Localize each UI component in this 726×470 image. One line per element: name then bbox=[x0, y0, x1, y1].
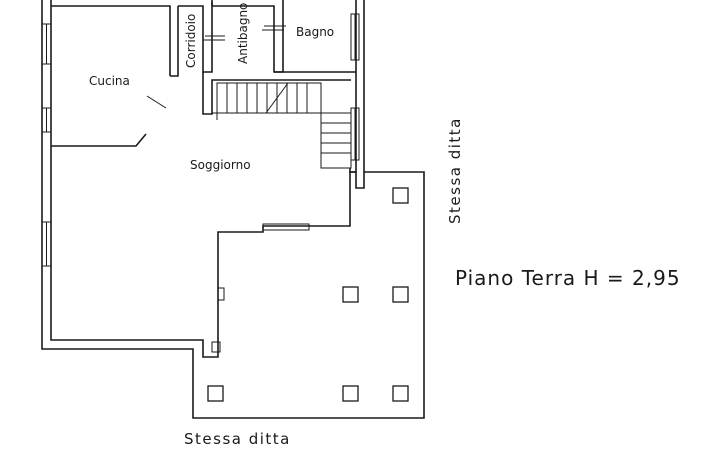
neighbor-label-bottom: Stessa ditta bbox=[184, 430, 291, 448]
bagno-door bbox=[262, 25, 286, 31]
antibagno-door bbox=[203, 35, 225, 41]
staircase bbox=[212, 82, 352, 169]
room-label-antibagno: Antibagno bbox=[236, 3, 250, 64]
room-label-corridoio: Corridoio bbox=[184, 14, 198, 68]
portico-pillars bbox=[207, 187, 409, 402]
pillar bbox=[342, 385, 359, 402]
kitchen-walls bbox=[51, 5, 179, 147]
room-label-cucina: Cucina bbox=[89, 74, 130, 88]
windows bbox=[41, 13, 360, 353]
room-label-soggiorno: Soggiorno bbox=[190, 158, 251, 172]
room-label-bagno: Bagno bbox=[296, 25, 334, 39]
floor-caption: Piano Terra H = 2,95 bbox=[455, 266, 681, 290]
pillar bbox=[207, 385, 224, 402]
outer-wall-left bbox=[41, 0, 425, 419]
service-walls bbox=[178, 0, 356, 115]
pillar bbox=[392, 187, 409, 204]
pillar bbox=[392, 286, 409, 303]
pillar bbox=[392, 385, 409, 402]
outer-walls bbox=[41, 0, 425, 419]
portico-wall bbox=[349, 168, 365, 189]
pillar bbox=[342, 286, 359, 303]
neighbor-label-right: Stessa ditta bbox=[446, 117, 464, 224]
kitchen-door-swing bbox=[146, 95, 167, 109]
